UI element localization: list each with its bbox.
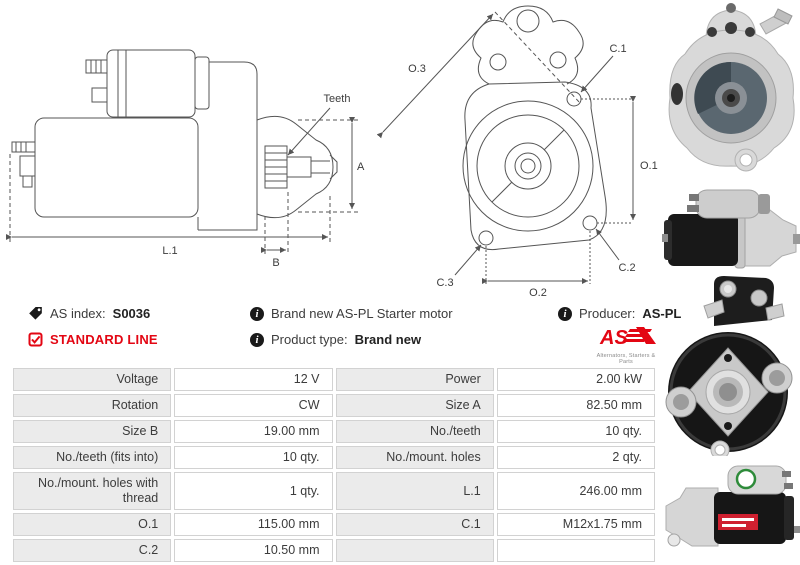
spec-label: C.2 — [13, 539, 172, 562]
dim-o1-label: O.1 — [640, 160, 658, 172]
table-row: O.1 115.00 mm C.1 M12x1.75 mm — [13, 513, 655, 536]
producer-label: Producer: — [579, 306, 636, 321]
as-pl-logo-mark: AS — [599, 327, 656, 349]
table-row: Size B 19.00 mm No./teeth 10 qty. — [13, 420, 655, 443]
spec-value: M12x1.75 mm — [496, 513, 655, 536]
table-row: C.2 10.50 mm — [13, 539, 655, 562]
hole-c2 — [582, 215, 598, 231]
spec-label: Power — [335, 368, 494, 391]
dim-l1-label: L.1 — [162, 245, 177, 257]
dim-a-label: A — [357, 161, 365, 173]
product-type-label: Product type: — [271, 332, 348, 347]
as-index-row: AS index: S0036 — [28, 306, 150, 321]
brand-new-description: Brand new AS-PL Starter motor — [271, 306, 453, 321]
hole-c3 — [478, 230, 494, 246]
table-row: No./mount. holes with thread 1 qty. L.1 … — [13, 472, 655, 510]
producer-row: i Producer: AS-PL — [558, 306, 681, 321]
spec-value: 12 V — [174, 368, 333, 391]
spec-value: 10 qty. — [174, 446, 333, 469]
producer-value: AS-PL — [642, 306, 682, 321]
starter-front-view-drawing: O.3 C.1 O.1 C.2 C.3 O.2 — [376, 5, 658, 299]
spec-value: 82.50 mm — [496, 394, 655, 417]
spec-label: No./mount. holes with thread — [13, 472, 172, 510]
as-index-label: AS index: — [50, 306, 106, 321]
starter-side-view-drawing: Teeth A L.1 B — [6, 49, 365, 269]
dim-o2-label: O.2 — [529, 287, 547, 299]
brand-new-row: i Brand new AS-PL Starter motor — [250, 306, 453, 321]
spec-label — [335, 539, 494, 562]
dim-o3-label: O.3 — [408, 63, 426, 75]
standard-line-label: STANDARD LINE — [50, 332, 158, 347]
tag-icon — [29, 307, 42, 320]
product-type-row: i Product type: Brand new — [250, 332, 421, 347]
spec-value: 2 qty. — [496, 446, 655, 469]
spec-label: Rotation — [13, 394, 172, 417]
solenoid-outline — [106, 49, 196, 118]
dim-c2-label: C.2 — [618, 262, 635, 274]
dim-b-label: B — [272, 257, 279, 269]
spec-value: 1 qty. — [174, 472, 333, 510]
table-row: Voltage 12 V Power 2.00 kW — [13, 368, 655, 391]
table-row: Rotation CW Size A 82.50 mm — [13, 394, 655, 417]
spec-label: O.1 — [13, 513, 172, 536]
product-type-value: Brand new — [354, 332, 422, 347]
teeth-label: Teeth — [324, 93, 351, 105]
spec-label: C.1 — [335, 513, 494, 536]
standard-line-row: STANDARD LINE — [28, 332, 158, 347]
spec-label: No./mount. holes — [335, 446, 494, 469]
info-icon: i — [250, 332, 264, 347]
spec-value: 2.00 kW — [496, 368, 655, 391]
spec-label: Voltage — [13, 368, 172, 391]
spec-value: 246.00 mm — [496, 472, 655, 510]
hole-c1 — [566, 91, 582, 107]
info-icon: i — [558, 306, 572, 321]
product-photo-front — [668, 3, 795, 172]
product-photo-side — [662, 189, 800, 269]
dim-c1-label: C.1 — [609, 43, 626, 55]
spec-value: 10.50 mm — [174, 539, 333, 562]
product-photo-rear — [665, 276, 793, 456]
motor-body-outline — [34, 117, 199, 218]
mounting-flange-outline — [464, 81, 607, 251]
spec-label: No./teeth — [335, 420, 494, 443]
info-icon: i — [250, 306, 264, 321]
table-row: No./teeth (fits into) 10 qty. No./mount.… — [13, 446, 655, 469]
spec-label: Size B — [13, 420, 172, 443]
spec-value: 115.00 mm — [174, 513, 333, 536]
checked-box-icon — [28, 332, 43, 347]
product-photo-side-2 — [665, 465, 800, 547]
spec-value: 10 qty. — [496, 420, 655, 443]
as-pl-logo-tagline: Alternators, Starters & Parts — [596, 353, 656, 365]
as-index-value: S0036 — [112, 306, 151, 321]
spec-table: Voltage 12 V Power 2.00 kW Rotation CW S… — [10, 365, 658, 565]
spec-label: No./teeth (fits into) — [13, 446, 172, 469]
spec-value: 19.00 mm — [174, 420, 333, 443]
spec-value — [496, 539, 655, 562]
spec-label: L.1 — [335, 472, 494, 510]
spec-label: Size A — [335, 394, 494, 417]
as-pl-logo: AS Alternators, Starters & Parts — [594, 326, 658, 365]
as-pl-logo-text: AS — [599, 327, 628, 349]
dim-c3-label: C.3 — [436, 277, 453, 289]
spec-value: CW — [174, 394, 333, 417]
